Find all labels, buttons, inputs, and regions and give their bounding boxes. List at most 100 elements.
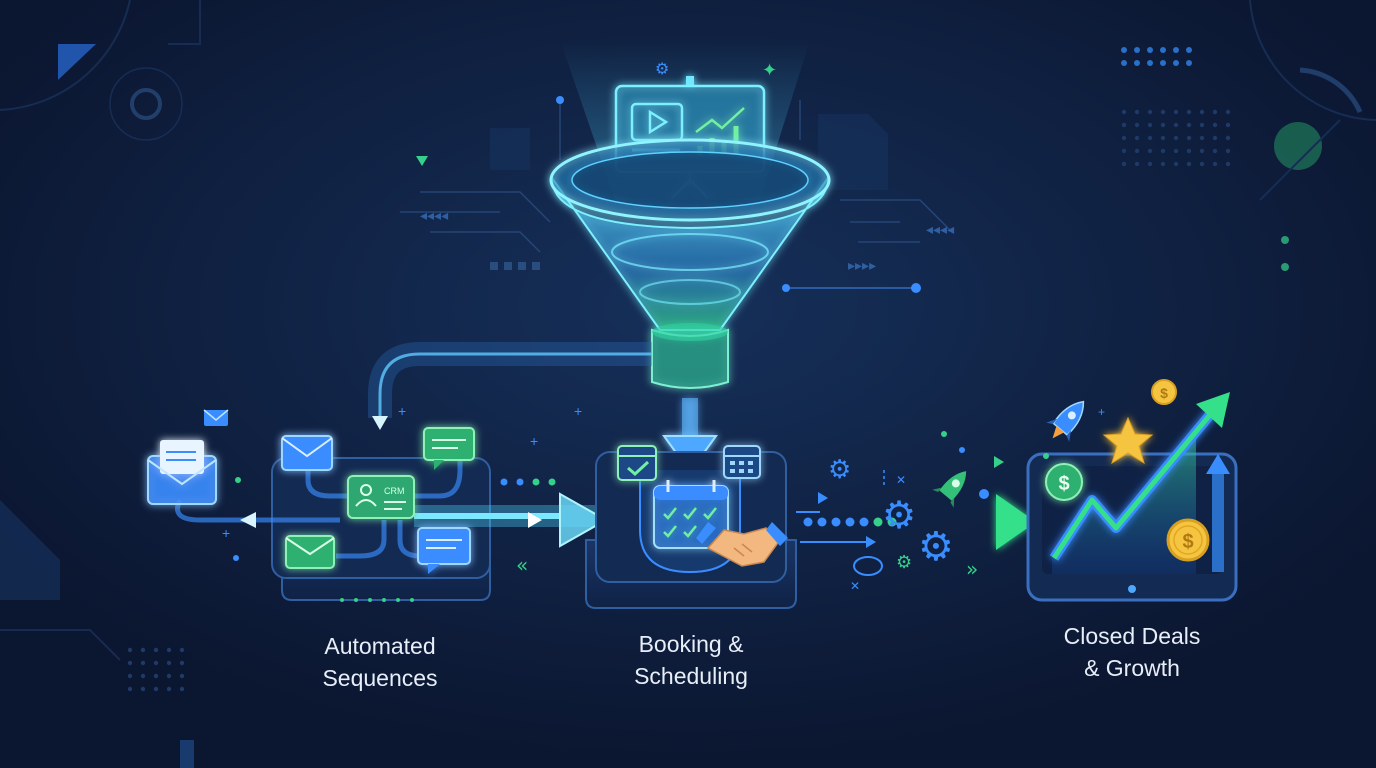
grid-dot <box>1199 161 1205 167</box>
grid-dot <box>1134 122 1140 128</box>
label-line: Closed Deals <box>1063 623 1201 649</box>
grid-dot <box>396 598 400 602</box>
grid-dot <box>1160 47 1166 53</box>
svg-text:◂◂◂◂: ◂◂◂◂ <box>926 222 954 238</box>
grid-dot <box>179 686 185 692</box>
svg-text:+: + <box>530 433 538 449</box>
grid-dot <box>1199 122 1205 128</box>
grid-dot <box>127 686 133 692</box>
grid-dot <box>1147 122 1153 128</box>
grid-dot <box>1160 148 1166 154</box>
svg-text:◂◂◂◂: ◂◂◂◂ <box>420 208 448 224</box>
grid-dot <box>127 647 133 653</box>
circuit-nodes: ◂◂◂◂ ▸▸▸▸ ◂◂◂◂ <box>416 96 954 293</box>
svg-text:✕: ✕ <box>896 473 906 487</box>
grid-dot <box>1225 135 1231 141</box>
sparkle-decorations-left: + + + + <box>222 403 582 561</box>
sequence-flow-arrows: « <box>240 492 609 577</box>
green-envelope-icon <box>285 535 335 569</box>
label-line: & Growth <box>1084 655 1180 681</box>
grid-dot <box>1121 161 1127 167</box>
dot-grid-decoration <box>127 47 1231 692</box>
label-line: Scheduling <box>634 663 748 689</box>
grid-dot <box>179 673 185 679</box>
grid-dot <box>1160 135 1166 141</box>
grid-dot <box>166 686 172 692</box>
automated-sequences-label: Automated Sequences <box>250 630 510 694</box>
feedback-pipe <box>368 342 652 430</box>
crm-label: CRM <box>384 486 405 496</box>
svg-text:✕: ✕ <box>850 579 860 593</box>
grid-dot <box>1199 135 1205 141</box>
user-icon <box>360 484 372 496</box>
chevrons-left-icon: « <box>516 553 528 577</box>
gear-icon: ⚙ <box>918 525 954 569</box>
grid-dot <box>140 673 146 679</box>
grid-dot <box>368 598 372 602</box>
label-line: Booking & <box>638 631 744 657</box>
grid-dot <box>1212 161 1218 167</box>
svg-text:+: + <box>222 525 230 541</box>
grid-dot <box>127 673 133 679</box>
label-line: Sequences <box>322 665 438 691</box>
growth-arrow-connector <box>960 494 1036 550</box>
rocket-icon-small <box>932 471 967 508</box>
dotted-connector-left <box>500 478 556 486</box>
grid-dot <box>1134 60 1140 66</box>
grid-dot <box>1212 135 1218 141</box>
chat-bubble-blue-icon <box>417 527 471 574</box>
small-envelope-icon <box>203 409 229 426</box>
chevrons-right-icon: » <box>966 557 978 581</box>
grid-dot <box>1173 60 1179 66</box>
grid-dot <box>1160 122 1166 128</box>
grid-dot <box>1186 60 1192 66</box>
grid-dot <box>166 673 172 679</box>
grid-dot <box>1186 135 1192 141</box>
chat-bubble-icon <box>853 556 883 576</box>
grid-dot <box>1186 161 1192 167</box>
grid-dot <box>1121 148 1127 154</box>
grid-dot <box>1225 148 1231 154</box>
grid-dot <box>140 686 146 692</box>
grid-dot <box>1225 161 1231 167</box>
grid-dot <box>140 660 146 666</box>
crm-card: CRM <box>347 475 415 519</box>
svg-text:+: + <box>1098 405 1105 419</box>
chat-bubble-green-icon <box>423 427 475 470</box>
grid-dot <box>1199 109 1205 115</box>
grid-dot <box>1173 47 1179 53</box>
grid-dot <box>127 660 133 666</box>
grid-dot <box>1121 60 1127 66</box>
grid-dot <box>1160 161 1166 167</box>
envelope-open-icon <box>147 440 217 505</box>
sparkle-icon: ✦ <box>762 60 777 80</box>
gear-icon: ⚙ <box>882 495 916 537</box>
grid-dot <box>1134 47 1140 53</box>
grid-dot <box>1160 60 1166 66</box>
grid-dot <box>1186 122 1192 128</box>
grid-dot <box>1121 109 1127 115</box>
grid-dot <box>1199 148 1205 154</box>
booking-scheduling-label: Booking & Scheduling <box>561 628 821 692</box>
label-line: Automated <box>324 633 436 659</box>
grid-dot <box>1212 148 1218 154</box>
grid-dot <box>845 517 855 527</box>
gears-connector: ⚙ ⚙ ⚙ ⚙ ✕ ✕ » <box>796 454 1004 593</box>
gear-icon: ⚙ <box>828 454 851 484</box>
grid-dot <box>1134 109 1140 115</box>
svg-text:▸▸▸▸: ▸▸▸▸ <box>848 258 876 274</box>
grid-dot <box>179 647 185 653</box>
grid-dot <box>1225 122 1231 128</box>
grid-dot <box>1147 161 1153 167</box>
grid-dot <box>859 517 869 527</box>
grid-dot <box>1186 148 1192 154</box>
grid-dot <box>382 598 386 602</box>
grid-dot <box>817 517 827 527</box>
grid-dot <box>1134 161 1140 167</box>
grid-dot <box>831 517 841 527</box>
grid-dot <box>153 673 159 679</box>
rocket-icon <box>1046 400 1085 442</box>
grid-dot <box>1173 161 1179 167</box>
